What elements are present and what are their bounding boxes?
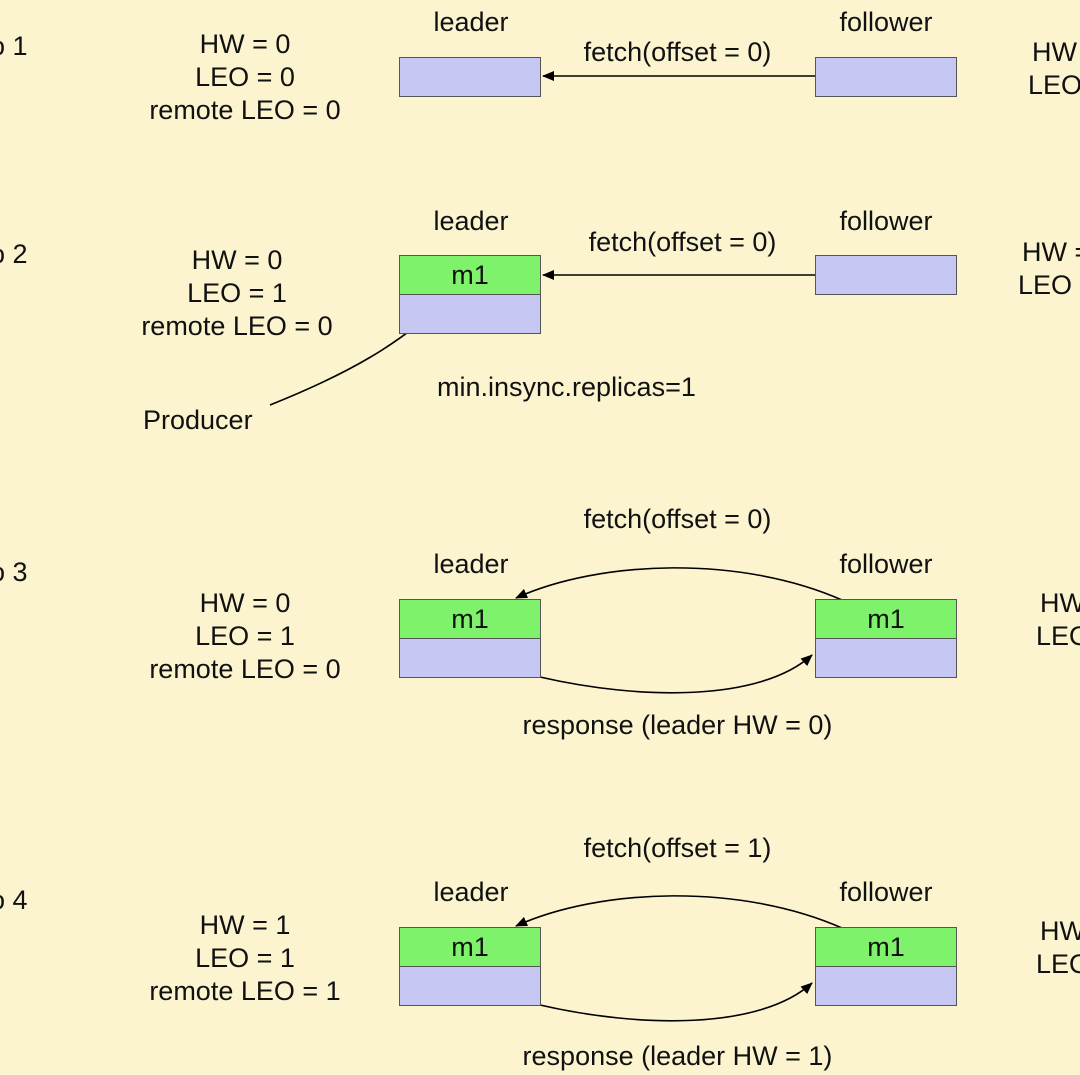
leader-remote-leo: remote LEO = 0 xyxy=(141,311,333,341)
leader-log-empty xyxy=(399,57,541,97)
leader-hw: HW = 0 xyxy=(199,29,291,59)
follower-log-m1: m1 xyxy=(815,927,957,967)
follower-state: HW LEO xyxy=(1036,915,1080,981)
leader-log-empty xyxy=(399,638,541,678)
follower-state: HW LEO xyxy=(1036,587,1080,653)
leader-title: leader xyxy=(433,877,509,907)
fetch-label: fetch(offset = 1) xyxy=(583,833,772,863)
leader-log-empty xyxy=(399,966,541,1006)
leader-log-m1: m1 xyxy=(399,255,541,295)
leader-state: HW = 0 LEO = 1 remote LEO = 0 xyxy=(127,244,347,343)
leader-leo: LEO = 0 xyxy=(195,62,295,92)
follower-title: follower xyxy=(839,7,933,37)
follower-log-empty xyxy=(815,638,957,678)
fetch-label: fetch(offset = 0) xyxy=(583,504,772,534)
leader-remote-leo: remote LEO = 0 xyxy=(149,95,341,125)
follower-log-empty xyxy=(815,255,957,295)
leader-state: HW = 0 LEO = 1 remote LEO = 0 xyxy=(135,587,355,686)
leader-hw: HW = 0 xyxy=(191,245,283,275)
follower-hw: HW xyxy=(1032,37,1077,67)
leader-log-empty xyxy=(399,294,541,334)
response-arrow-step4 xyxy=(539,982,813,1022)
leader-title: leader xyxy=(433,549,509,579)
leader-state: HW = 0 LEO = 0 remote LEO = 0 xyxy=(135,28,355,127)
message-label: m1 xyxy=(867,603,905,634)
leader-hw: HW = 0 xyxy=(199,588,291,618)
leader-title: leader xyxy=(433,206,509,236)
follower-hw: HW xyxy=(1040,588,1080,618)
step-label: o 4 xyxy=(0,885,28,915)
follower-title: follower xyxy=(839,877,933,907)
message-label: m1 xyxy=(451,259,489,290)
step-label: o 1 xyxy=(0,31,28,61)
leader-log-m1: m1 xyxy=(399,599,541,639)
fetch-label: fetch(offset = 0) xyxy=(583,37,772,67)
fetch-label: fetch(offset = 0) xyxy=(588,227,777,257)
response-arrow-step3 xyxy=(539,654,813,694)
follower-title: follower xyxy=(839,206,933,236)
config-note: min.insync.replicas=1 xyxy=(437,372,696,402)
follower-log-m1: m1 xyxy=(815,599,957,639)
leader-remote-leo: remote LEO = 1 xyxy=(149,976,341,1006)
message-label: m1 xyxy=(451,931,489,962)
leader-leo: LEO = 1 xyxy=(187,278,287,308)
response-label: response (leader HW = 1) xyxy=(522,1041,833,1071)
leader-log-m1: m1 xyxy=(399,927,541,967)
message-label: m1 xyxy=(867,931,905,962)
follower-hw: HW xyxy=(1040,916,1080,946)
leader-state: HW = 1 LEO = 1 remote LEO = 1 xyxy=(135,909,355,1008)
follower-leo: LEO xyxy=(1036,621,1080,651)
follower-log-empty xyxy=(815,966,957,1006)
follower-log-empty xyxy=(815,57,957,97)
step-label: o 2 xyxy=(0,239,28,269)
fetch-arrow-step4 xyxy=(515,895,843,929)
fetch-arrow-step3 xyxy=(515,567,843,601)
leader-hw: HW = 1 xyxy=(199,910,291,940)
message-label: m1 xyxy=(451,603,489,634)
follower-state: HW = LEO xyxy=(1018,236,1080,302)
follower-leo: LEO xyxy=(1036,949,1080,979)
follower-state: HW LEO xyxy=(1028,36,1080,102)
producer-label: Producer xyxy=(143,405,253,435)
follower-leo: LEO xyxy=(1018,270,1073,300)
leader-title: leader xyxy=(433,7,509,37)
follower-leo: LEO xyxy=(1028,70,1080,100)
leader-leo: LEO = 1 xyxy=(195,943,295,973)
leader-remote-leo: remote LEO = 0 xyxy=(149,654,341,684)
follower-title: follower xyxy=(839,549,933,579)
follower-hw: HW = xyxy=(1022,237,1080,267)
leader-leo: LEO = 1 xyxy=(195,621,295,651)
step-label: o 3 xyxy=(0,557,28,587)
response-label: response (leader HW = 0) xyxy=(522,710,833,740)
